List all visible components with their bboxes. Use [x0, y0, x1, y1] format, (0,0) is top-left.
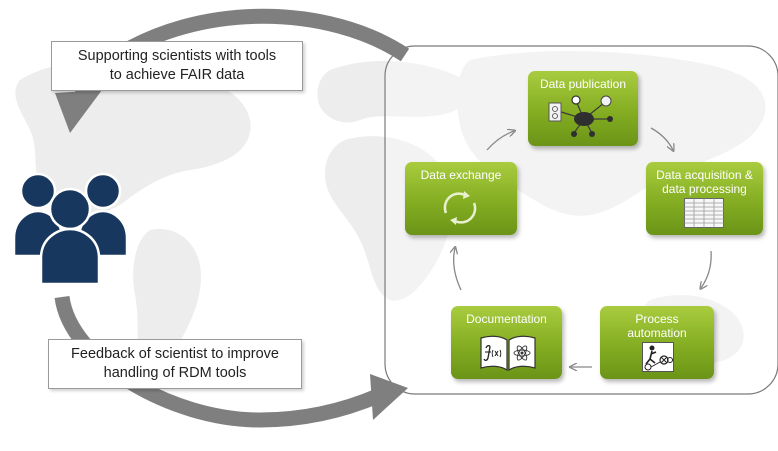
open-notebook-icon — [480, 335, 536, 372]
support-arrow-head — [55, 90, 102, 133]
feedback-arrow-head — [370, 374, 408, 420]
circular-arrows-icon — [443, 191, 477, 225]
cycle-arrow-documentation-to-exchange — [454, 248, 462, 291]
step-data-acquisition-label-line-2: data processing — [662, 182, 747, 196]
step-data-exchange-label: Data exchange — [420, 168, 502, 182]
support-callout: Supporting scientists with tools to achi… — [51, 41, 303, 91]
support-callout-line-2: to achieve FAIR data — [109, 67, 245, 83]
step-process-automation: Process automation — [600, 306, 714, 379]
step-documentation: Documentation — [451, 306, 562, 379]
workflow-automation-icon — [642, 342, 674, 372]
cycle-arrow-exchange-to-publication — [486, 131, 514, 151]
step-documentation-label: Documentation — [466, 312, 547, 326]
step-process-automation-label-line-1: Process — [635, 312, 679, 326]
feedback-callout: Feedback of scientist to improve handlin… — [48, 339, 302, 389]
cycle-arrow-acquisition-to-automation — [701, 250, 712, 288]
data-table-icon — [684, 198, 724, 228]
data-network-icon — [548, 95, 613, 137]
feedback-callout-line-2: handling of RDM tools — [103, 365, 247, 381]
cycle-arrows — [454, 127, 712, 367]
step-data-exchange: Data exchange — [405, 162, 517, 235]
step-process-automation-label-line-2: automation — [627, 326, 687, 340]
step-data-acquisition-label-line-1: Data acquisition & — [656, 168, 753, 182]
step-data-publication-label: Data publication — [539, 77, 627, 91]
feedback-callout-line-1: Feedback of scientist to improve — [71, 346, 279, 362]
step-data-publication: Data publication — [528, 71, 638, 146]
support-callout-line-1: Supporting scientists with tools — [77, 48, 277, 64]
cycle-arrow-publication-to-acquisition — [650, 127, 673, 150]
step-data-acquisition: Data acquisition & data processing — [646, 162, 763, 235]
user-group-icon — [12, 172, 129, 286]
